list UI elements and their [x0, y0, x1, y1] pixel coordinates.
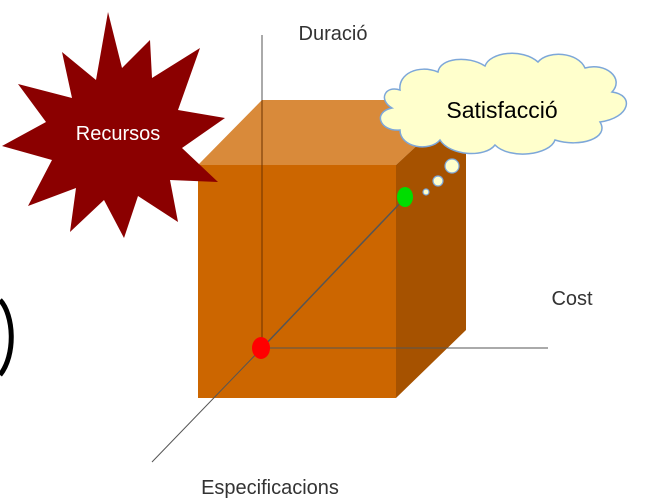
- diagonal-line: [261, 197, 406, 349]
- cube-front-face: [198, 165, 396, 398]
- thought-bubble-small: [422, 188, 430, 196]
- satisfaction-point: [397, 187, 413, 207]
- especificacions-label: Especificacions: [201, 477, 339, 499]
- starburst-shape: [2, 12, 225, 238]
- thought-bubble-large: [444, 158, 460, 174]
- cube-side-face: [396, 100, 466, 398]
- recursos-starburst: Recursos: [2, 12, 225, 238]
- satisfaction-cloud: Satisfacció: [379, 52, 628, 155]
- duracio-label: Duració: [299, 23, 368, 45]
- recursos-label: Recursos: [76, 123, 160, 145]
- cloud-shape: [379, 52, 628, 155]
- satisfaccio-label: Satisfacció: [446, 97, 557, 123]
- origin-point: [252, 337, 270, 359]
- partial-bracket: [0, 298, 14, 377]
- especificacions-axis: [151, 347, 263, 463]
- cube: [198, 100, 466, 398]
- thought-bubble-medium: [432, 175, 444, 187]
- cost-label: Cost: [551, 288, 593, 310]
